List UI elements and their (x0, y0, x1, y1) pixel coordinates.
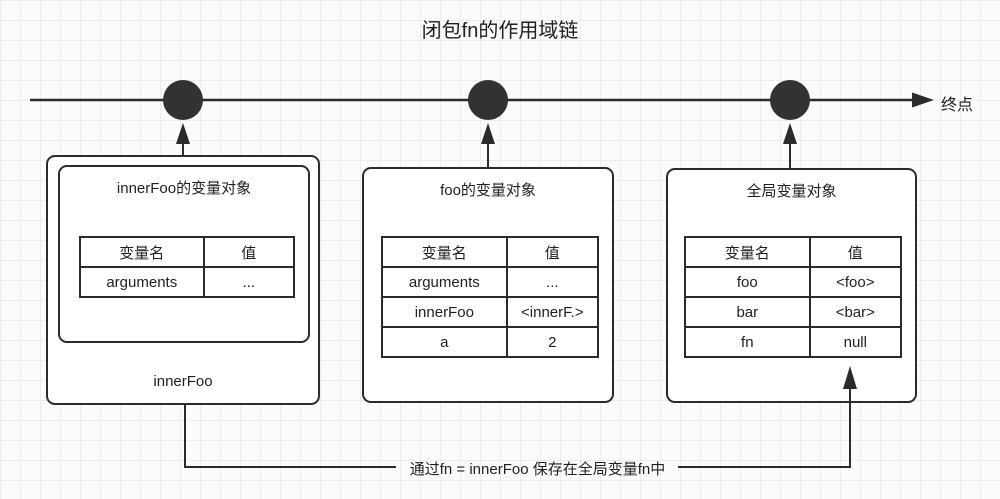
innerfoo-function-box: innerFoo的变量对象 变量名 值 arguments ... innerF… (46, 155, 320, 405)
table-header-row: 变量名 值 (79, 236, 296, 268)
variable-table: 变量名 值 foo <foo> bar <bar> fn null (684, 236, 903, 358)
variable-name-cell: arguments (79, 266, 205, 298)
table-header-row: 变量名 值 (684, 236, 903, 268)
diagram-title: 闭包fn的作用域链 (421, 20, 579, 42)
innerfoo-label: innerFoo (153, 373, 213, 390)
variable-name-cell: foo (684, 266, 811, 298)
column-header-name: 变量名 (684, 236, 811, 268)
axis-end-label: 终点 (941, 97, 974, 114)
scope-node-dot-innerfoo (163, 80, 203, 120)
table-header-row: 变量名 值 (381, 236, 600, 268)
variable-table: 变量名 值 arguments ... innerFoo <innerF.> a… (381, 236, 600, 358)
variable-value-cell: ... (202, 266, 296, 298)
column-header-value: 值 (505, 236, 600, 268)
variable-value-cell: <innerF.> (505, 296, 600, 328)
arrowhead-up (783, 123, 797, 144)
fn-assignment-annotation: 通过fn = innerFoo 保存在全局变量fn中 (409, 461, 666, 478)
column-header-name: 变量名 (79, 236, 205, 268)
foo-variable-object-box: foo的变量对象 变量名 值 arguments ... innerFoo <i… (362, 167, 614, 403)
table-row: fn null (684, 326, 903, 358)
variable-value-cell: 2 (505, 326, 600, 358)
column-header-name: 变量名 (381, 236, 508, 268)
column-header-value: 值 (808, 236, 903, 268)
table-row: innerFoo <innerF.> (381, 296, 600, 328)
table-row: a 2 (381, 326, 600, 358)
column-header-value: 值 (202, 236, 296, 268)
arrowhead-up (176, 123, 190, 144)
variable-value-cell: null (808, 326, 903, 358)
arrowhead-up (481, 123, 495, 144)
box-title: innerFoo的变量对象 (116, 180, 252, 197)
box-title: 全局变量对象 (746, 183, 837, 200)
variable-name-cell: innerFoo (381, 296, 508, 328)
scope-node-dot-foo (468, 80, 508, 120)
innerfoo-variable-object-box: innerFoo的变量对象 变量名 值 arguments ... (58, 165, 310, 343)
variable-value-cell: ... (505, 266, 600, 298)
table-row: arguments ... (381, 266, 600, 298)
variable-value-cell: <bar> (808, 296, 903, 328)
box-title: foo的变量对象 (440, 182, 536, 199)
variable-name-cell: bar (684, 296, 811, 328)
fn-assignment-connector-left (184, 405, 396, 468)
global-variable-object-box: 全局变量对象 变量名 值 foo <foo> bar <bar> fn null (666, 168, 917, 403)
table-row: bar <bar> (684, 296, 903, 328)
variable-name-cell: a (381, 326, 508, 358)
variable-name-cell: fn (684, 326, 811, 358)
axis-arrowhead (912, 92, 934, 108)
variable-name-cell: arguments (381, 266, 508, 298)
variable-table: 变量名 值 arguments ... (79, 236, 296, 298)
table-row: arguments ... (79, 266, 296, 298)
scope-node-dot-global (770, 80, 810, 120)
table-row: foo <foo> (684, 266, 903, 298)
variable-value-cell: <foo> (808, 266, 903, 298)
